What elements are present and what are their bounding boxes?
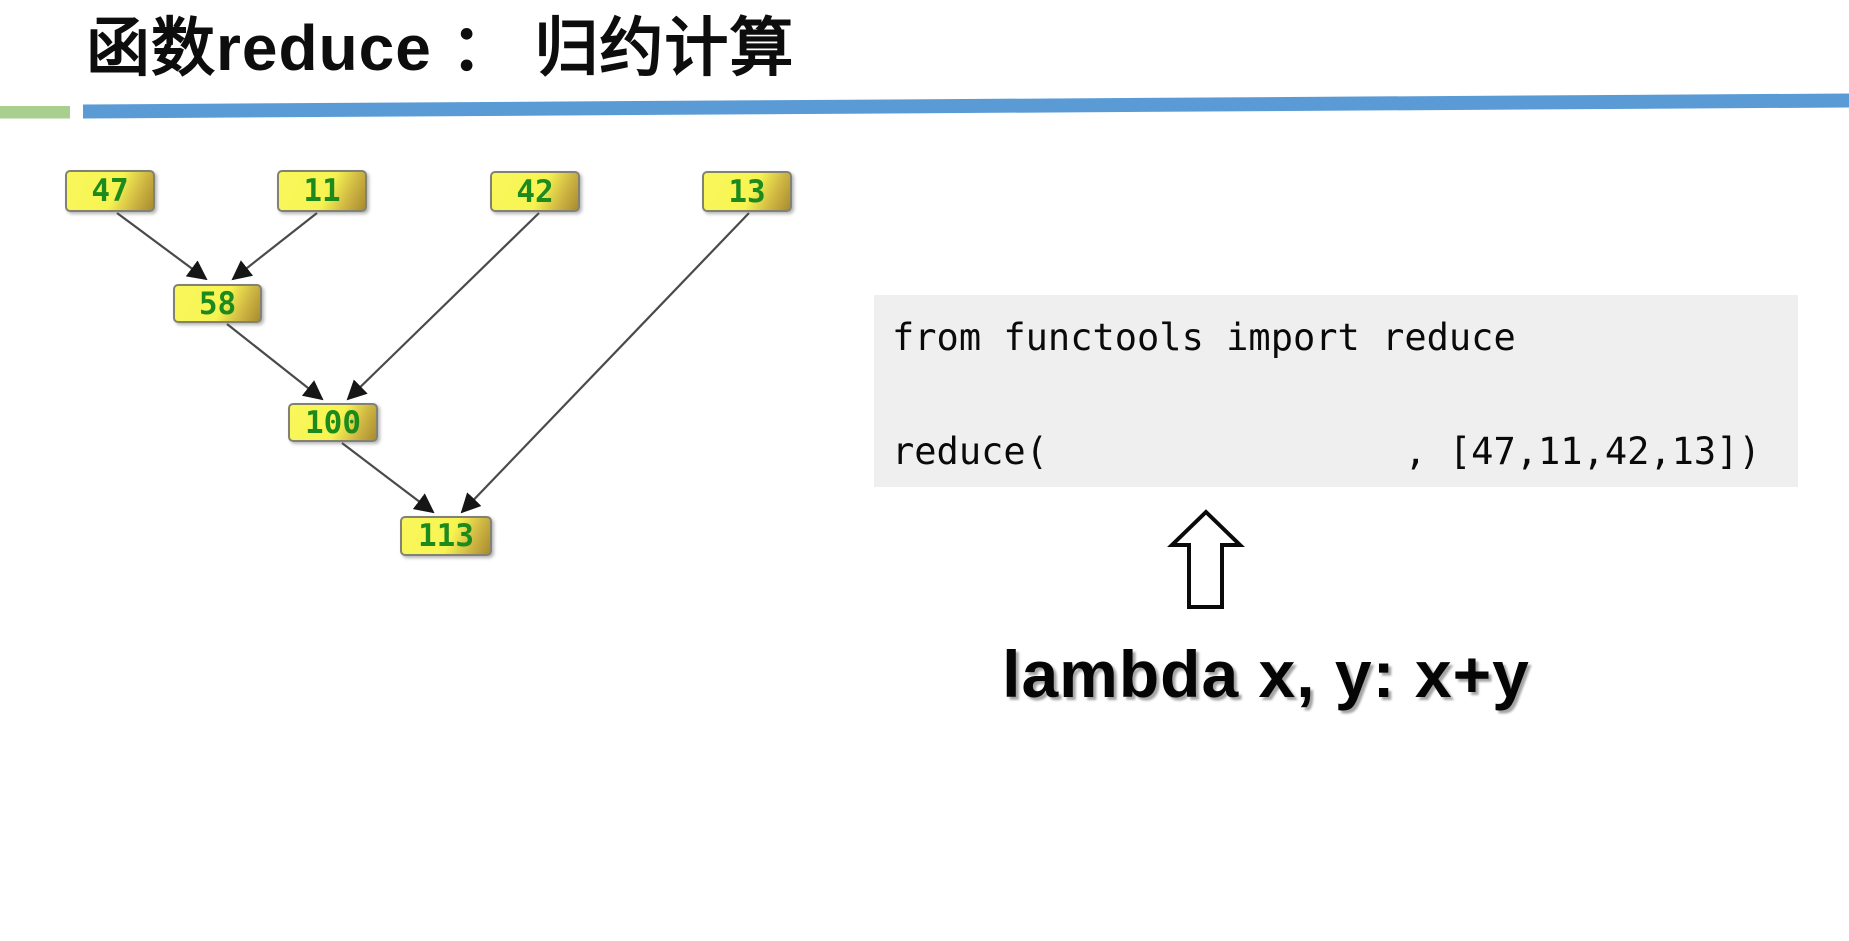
slide-title: 函数reduce ： 归约计算 (86, 12, 795, 84)
lambda-annotation: lambda x, y: x+y (1002, 637, 1530, 711)
divider-green-bar (0, 106, 70, 119)
edge-arrow-47-58 (116, 212, 208, 281)
divider-blue-bar (83, 93, 1849, 119)
tree-node-47: 47 (65, 170, 155, 212)
tree-node-100: 100 (288, 403, 378, 442)
edge-arrow-11-58 (231, 212, 318, 281)
tree-node-58: 58 (173, 284, 262, 323)
tree-node-113: 113 (400, 516, 492, 556)
edge-arrow-58-100 (226, 323, 324, 401)
up-arrow-icon (1167, 509, 1245, 609)
tree-node-42: 42 (490, 171, 580, 212)
code-line-import: from functools import reduce (892, 316, 1516, 359)
title-divider (0, 93, 1849, 119)
tree-node-11: 11 (277, 170, 367, 212)
edge-arrow-42-100 (346, 212, 540, 401)
code-line-reduce-call: reduce( , [47,11,42,13]) (892, 430, 1761, 473)
tree-node-13: 13 (702, 171, 792, 212)
edge-arrow-100-113 (341, 442, 435, 514)
code-block (874, 295, 1798, 487)
edge-arrow-13-113 (460, 212, 750, 514)
connector-arrows (116, 212, 750, 514)
